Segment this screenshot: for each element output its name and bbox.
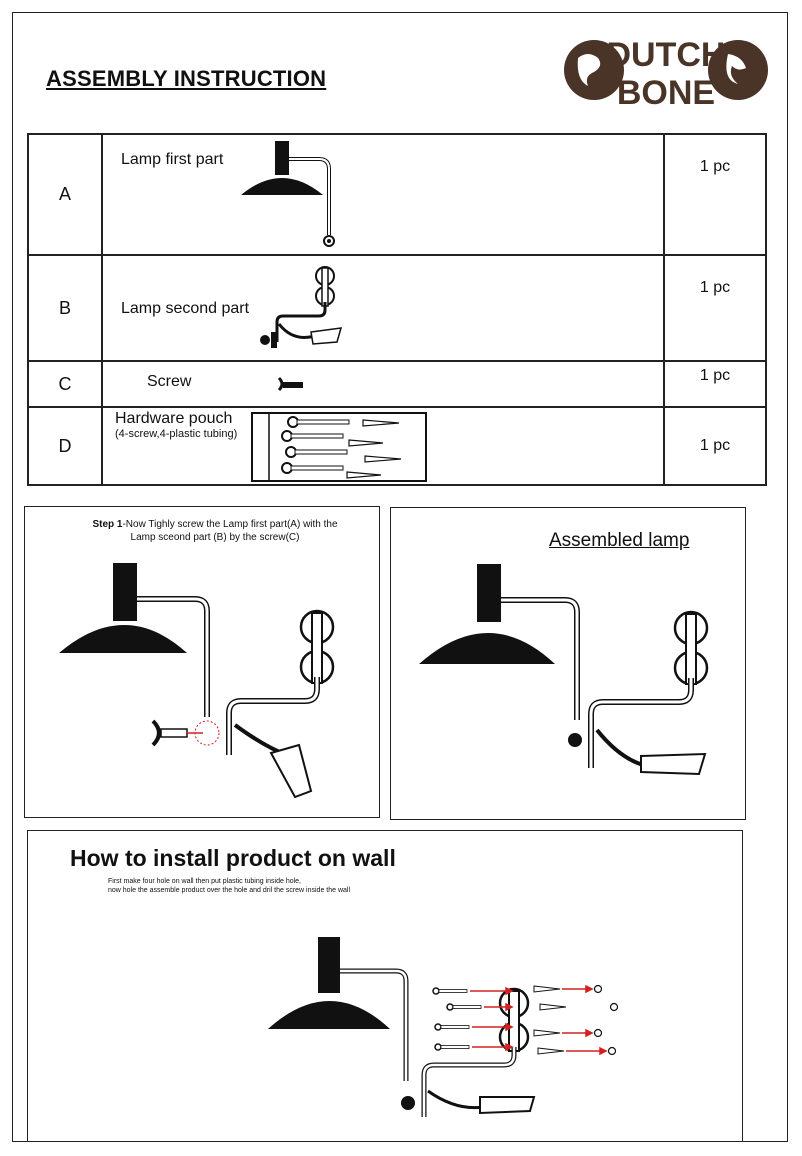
screw-icon bbox=[277, 376, 303, 392]
parts-table: A Lamp first part 1 pc B Lamp second par… bbox=[27, 133, 767, 486]
install-line1: First make four hole on wall then put pl… bbox=[108, 878, 301, 885]
plastic-tubing-icon bbox=[346, 419, 402, 479]
assembled-panel: Assembled lamp bbox=[390, 507, 746, 820]
wall-hole-icon bbox=[593, 984, 619, 1056]
logo-globe-right-icon bbox=[708, 40, 768, 100]
insert-arrow-icon bbox=[470, 984, 608, 1056]
dutchbone-logo: DUTCH BONE bbox=[564, 36, 768, 112]
part-description: Screw bbox=[101, 360, 665, 408]
part-description: Lamp first part bbox=[101, 133, 665, 256]
step1-instructions: Step 1-Now Tighly screw the Lamp first p… bbox=[55, 519, 375, 544]
screw-icon bbox=[281, 416, 350, 474]
step1-text: -Now Tighly screw the Lamp first part(A)… bbox=[122, 519, 338, 530]
logo-line2: BONE bbox=[617, 74, 715, 112]
table-row: C Screw 1 pc bbox=[27, 360, 767, 408]
hardware-pouch-icon bbox=[251, 412, 427, 482]
table-row: D Hardware pouch (4-screw,4-plastic tubi… bbox=[27, 406, 767, 486]
plastic-tubing-icon bbox=[533, 985, 567, 1055]
part-letter: A bbox=[27, 133, 103, 256]
part-qty: 1 pc bbox=[663, 360, 767, 408]
screw-icon bbox=[432, 987, 482, 1051]
assembled-lamp-illustration bbox=[419, 564, 709, 776]
lamp-first-part-icon bbox=[241, 141, 335, 247]
step1-panel: Step 1-Now Tighly screw the Lamp first p… bbox=[24, 506, 380, 818]
logo-line1: DUTCH bbox=[607, 36, 726, 74]
lamp-second-part-icon bbox=[260, 266, 343, 348]
install-line2: now hole the assemble product over the h… bbox=[108, 887, 351, 895]
part-qty: 1 pc bbox=[663, 133, 767, 256]
part-description: Hardware pouch (4-screw,4-plastic tubing… bbox=[101, 406, 665, 486]
part-name: Hardware pouch bbox=[115, 410, 233, 427]
part-letter: C bbox=[27, 360, 103, 408]
page-title: ASSEMBLY INSTRUCTION bbox=[46, 66, 327, 91]
part-letter: B bbox=[27, 254, 103, 362]
part-name: Screw bbox=[147, 373, 192, 390]
step1-illustration bbox=[59, 563, 335, 799]
install-panel: How to install product on wall First mak… bbox=[27, 830, 743, 1142]
assembled-title: Assembled lamp bbox=[549, 530, 690, 551]
part-qty: 1 pc bbox=[663, 254, 767, 362]
part-description: Lamp second part bbox=[101, 254, 665, 362]
table-row: B Lamp second part 1 pc bbox=[27, 254, 767, 362]
part-qty: 1 pc bbox=[663, 406, 767, 486]
install-illustration bbox=[268, 937, 619, 1117]
table-row: A Lamp first part 1 pc bbox=[27, 133, 767, 256]
part-subtitle: (4-screw,4-plastic tubing) bbox=[115, 428, 238, 440]
part-name: Lamp second part bbox=[121, 300, 250, 317]
install-instructions: First make four hole on wall then put pl… bbox=[108, 877, 350, 895]
part-letter: D bbox=[27, 406, 103, 486]
install-title: How to install product on wall bbox=[70, 845, 396, 871]
step1-label: Step 1 bbox=[92, 519, 123, 530]
part-name: Lamp first part bbox=[121, 151, 224, 168]
step1-text2: Lamp sceond part (B) by the screw(C) bbox=[130, 531, 300, 543]
